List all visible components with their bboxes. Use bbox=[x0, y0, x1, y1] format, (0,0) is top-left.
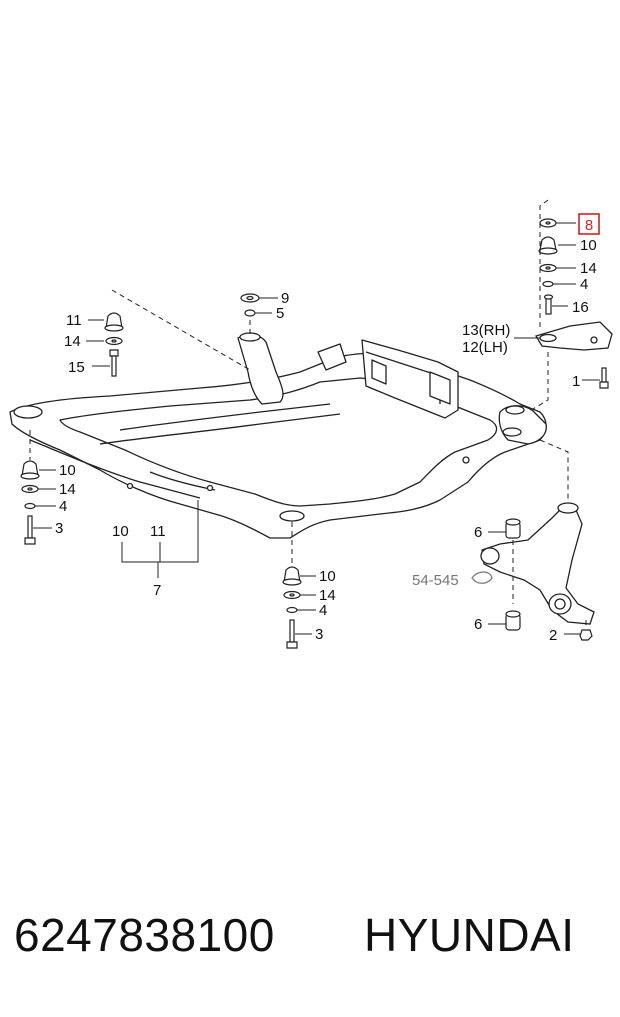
callout-4-left[interactable]: 4 bbox=[59, 498, 67, 515]
nut-4-left bbox=[24, 502, 36, 510]
bolt-15 bbox=[109, 349, 119, 377]
bushing-6-bottom bbox=[505, 610, 521, 631]
callout-7[interactable]: 7 bbox=[153, 582, 161, 599]
nut-2 bbox=[579, 629, 593, 641]
bolt-3-mid bbox=[286, 619, 298, 649]
callout-14-left[interactable]: 14 bbox=[64, 333, 81, 350]
highlight-box bbox=[578, 213, 600, 235]
callout-10-mid[interactable]: 10 bbox=[319, 568, 336, 585]
callout-10-left[interactable]: 10 bbox=[59, 462, 76, 479]
bushing-6-top bbox=[505, 518, 521, 539]
insulator-10-top bbox=[538, 236, 558, 255]
washer-14-left bbox=[105, 336, 123, 346]
callout-10-top[interactable]: 10 bbox=[580, 237, 597, 254]
callout-14-top[interactable]: 14 bbox=[580, 260, 597, 277]
callout-5[interactable]: 5 bbox=[276, 305, 284, 322]
callout-14-mid[interactable]: 14 bbox=[319, 587, 336, 604]
callout-1[interactable]: 1 bbox=[572, 373, 580, 390]
callout-11-left[interactable]: 11 bbox=[66, 312, 82, 329]
washer-8 bbox=[539, 218, 557, 228]
nut-4-mid bbox=[286, 606, 298, 614]
nut-5 bbox=[244, 309, 256, 317]
lower-control-arm bbox=[480, 502, 595, 625]
callout-4-top[interactable]: 4 bbox=[580, 276, 588, 293]
washer-14-left2 bbox=[21, 484, 39, 494]
washer-14-top bbox=[539, 263, 557, 273]
part-number: 6247838100 bbox=[14, 909, 275, 961]
callout-16[interactable]: 16 bbox=[572, 299, 589, 316]
callout-6-top[interactable]: 6 bbox=[474, 524, 482, 541]
reference-arrow bbox=[471, 571, 493, 584]
callout-12[interactable]: 12(LH) bbox=[462, 339, 508, 356]
stud-16 bbox=[543, 294, 554, 315]
insulator-10-left bbox=[20, 460, 40, 480]
callout-13[interactable]: 13(RH) bbox=[462, 322, 510, 339]
callout-10-group[interactable]: 10 bbox=[112, 523, 129, 540]
callout-6-bottom[interactable]: 6 bbox=[474, 616, 482, 633]
callout-14-left2[interactable]: 14 bbox=[59, 481, 76, 498]
callout-11-group[interactable]: 11 bbox=[150, 523, 166, 540]
nut-4-top bbox=[542, 280, 554, 288]
insulator-11-left bbox=[104, 312, 124, 332]
callout-3-mid[interactable]: 3 bbox=[315, 626, 323, 643]
callout-9[interactable]: 9 bbox=[281, 290, 289, 307]
callout-4-mid[interactable]: 4 bbox=[319, 602, 327, 619]
insulator-10-mid bbox=[282, 566, 302, 586]
callout-3-left[interactable]: 3 bbox=[55, 520, 63, 537]
mount-bracket bbox=[535, 321, 613, 351]
crossmember-subframe bbox=[9, 332, 547, 539]
brand-name: HYUNDAI bbox=[364, 909, 575, 961]
callout-8[interactable]: 8 bbox=[585, 217, 593, 234]
cap-9 bbox=[240, 293, 260, 303]
reference-54-545[interactable]: 54-545 bbox=[412, 572, 459, 589]
bolt-1 bbox=[599, 367, 609, 389]
callout-15[interactable]: 15 bbox=[68, 359, 85, 376]
washer-14-mid bbox=[283, 590, 301, 600]
bolt-3-left bbox=[24, 515, 36, 545]
leader-lines bbox=[33, 222, 600, 635]
callout-2[interactable]: 2 bbox=[549, 627, 557, 644]
assembly-lines bbox=[29, 199, 587, 628]
